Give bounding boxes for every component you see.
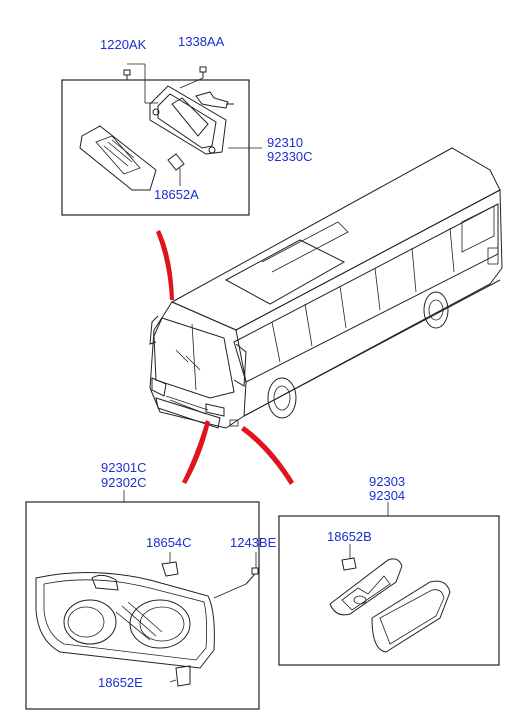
bus-illustration (149, 147, 503, 429)
bulb-18654c (161, 552, 179, 577)
pointer-roof-lamp (156, 230, 174, 300)
lamp-housing-92310 (149, 85, 234, 155)
label-18654c: 18654C (146, 535, 192, 550)
side-marker-group: 92303 92304 18652B (278, 474, 500, 666)
label-92303: 92303 (369, 474, 405, 489)
label-18652b: 18652B (327, 529, 372, 544)
label-1243be: 1243BE (230, 535, 277, 550)
label-1338aa: 1338AA (178, 34, 225, 49)
bulb-18652b (341, 544, 357, 571)
label-18652a: 18652A (154, 187, 199, 202)
screw-1338aa (179, 66, 207, 89)
roof-lamp-group: 1220AK 1338AA 92310 92330C 18652A (61, 34, 313, 216)
pointer-headlamp (182, 420, 210, 484)
screw-1243be (213, 552, 259, 599)
label-92304: 92304 (369, 488, 405, 503)
side-marker-box (278, 515, 500, 666)
label-92310: 92310 (267, 135, 303, 150)
side-marker-lens (371, 580, 451, 653)
bulb-18652e (169, 665, 191, 687)
side-marker-gasket (329, 558, 403, 616)
lamp-lens-92330c (79, 125, 157, 191)
roof-lamp-box (61, 79, 250, 216)
headlamp-box (25, 501, 260, 710)
label-92302c: 92302C (101, 475, 147, 490)
screw-1220ak (123, 63, 158, 104)
label-18652e: 18652E (98, 675, 143, 690)
label-92301c: 92301C (101, 460, 147, 475)
bulb-18652a (167, 153, 185, 186)
headlamp-group: 92301C 92302C 18654C 1243BE 18652E (25, 460, 277, 710)
callout-pointers (156, 230, 294, 485)
headlamp-assembly (35, 571, 215, 669)
label-1220ak: 1220AK (100, 37, 147, 52)
label-92330c: 92330C (267, 149, 313, 164)
pointer-side-marker (241, 426, 294, 485)
